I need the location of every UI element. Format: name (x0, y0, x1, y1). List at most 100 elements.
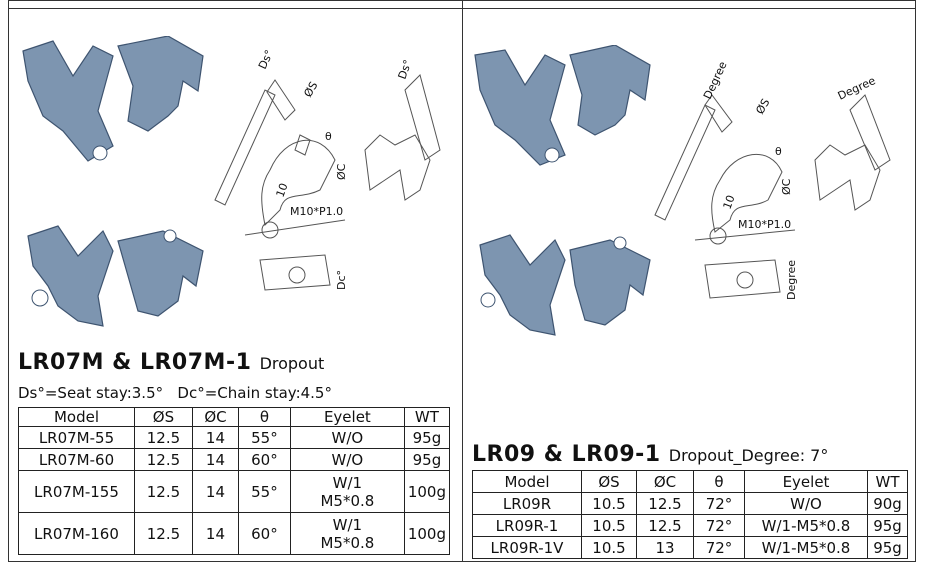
lr07m-dropout-photo-1 (22, 40, 114, 162)
lr09-dropout-photo-4 (569, 239, 651, 326)
col-eyelet: Eyelet (744, 470, 868, 493)
table-row: LR09R-1 10.5 12.5 72° W/1-M5*0.8 95g (472, 514, 908, 537)
cell-wt: 95g (403, 426, 451, 449)
table-row: LR09R-1V 10.5 13 72° W/1-M5*0.8 95g (472, 536, 908, 559)
cell-oc: 12.5 (636, 492, 694, 515)
cell-wt: 95g (867, 514, 908, 537)
col-wt: WT (403, 407, 451, 427)
cell-theta: 60° (237, 448, 291, 471)
table-row: LR07M-55 12.5 14 55° W/O 95g (18, 426, 451, 449)
lr07m-title-suffix: Dropout (259, 354, 325, 373)
cell-os: 10.5 (581, 492, 637, 515)
cell-theta: 72° (693, 536, 745, 559)
col-model: Model (18, 407, 135, 427)
lr07m-label-theta: θ (325, 130, 332, 143)
cell-model: LR07M-160 (18, 512, 135, 555)
cell-theta: 55° (237, 470, 291, 513)
col-theta: θ (237, 407, 291, 427)
cell-eyelet: W/O (289, 426, 405, 449)
lr07m-product-images (22, 36, 204, 327)
cell-theta: 72° (693, 514, 745, 537)
column-divider (462, 0, 463, 562)
cell-os: 12.5 (133, 426, 193, 449)
table-header-row: Model ØS ØC θ Eyelet WT (18, 407, 451, 427)
table-header-row: Model ØS ØC θ Eyelet WT (472, 470, 908, 493)
cell-eyelet: W/O (289, 448, 405, 471)
col-oc: ØC (191, 407, 239, 427)
lr09-label-thread: M10*P1.0 (738, 218, 791, 231)
cell-os: 12.5 (133, 470, 193, 513)
lr09-label-oc: ØC (780, 178, 793, 195)
lr09-product-images (474, 45, 651, 336)
col-eyelet: Eyelet (289, 407, 405, 427)
cell-oc: 14 (191, 448, 239, 471)
cell-wt: 100g (403, 512, 451, 555)
col-os: ØS (133, 407, 193, 427)
table-row: LR07M-60 12.5 14 60° W/O 95g (18, 448, 451, 471)
lr07m-label-os: ØS (301, 79, 320, 99)
lr09-label-degree-3: Degree (785, 260, 798, 300)
cell-oc: 14 (191, 470, 239, 513)
lr09-label-theta: θ (775, 145, 782, 158)
lr07m-label-oc: ØC (335, 163, 348, 180)
lr07m-dropout-photo-2 (117, 36, 204, 132)
lr07m-label-ds: Ds° (256, 50, 276, 71)
cell-wt: 100g (403, 470, 451, 513)
cell-eyelet: W/1 M5*0.8 (289, 512, 405, 555)
col-wt: WT (867, 470, 908, 493)
cell-model: LR07M-60 (18, 448, 135, 471)
cell-theta: 72° (693, 492, 745, 515)
lr07m-label-ds-2: Ds° (396, 58, 415, 81)
cell-os: 10.5 (581, 536, 637, 559)
lr07m-label-thread: M10*P1.0 (290, 205, 343, 218)
cell-os: 12.5 (133, 448, 193, 471)
cell-wt: 90g (867, 492, 908, 515)
lr07m-stay-angles: Ds°=Seat stay:3.5° Dc°=Chain stay:4.5° (18, 384, 332, 402)
cell-oc: 13 (636, 536, 694, 559)
lr09-technical-drawing: Degree ØS θ ØC 10 M10*P1.0 Degree Degree (654, 60, 891, 300)
lr07m-label-dc: Dc° (335, 270, 348, 290)
lr09-title-suffix: Dropout_Degree: 7° (668, 446, 829, 465)
lr09-title: LR09 & LR09-1 Dropout_Degree: 7° (472, 442, 828, 467)
cell-model: LR09R-1 (472, 514, 582, 537)
cell-model: LR07M-55 (18, 426, 135, 449)
lr07m-title: LR07M & LR07M-1 Dropout (18, 350, 324, 375)
lr07m-dropout-photo-3 (27, 225, 114, 327)
cell-eyelet: W/O (744, 492, 868, 515)
col-theta: θ (693, 470, 745, 493)
cell-oc: 14 (191, 512, 239, 555)
cell-eyelet: W/1 M5*0.8 (289, 470, 405, 513)
cell-oc: 14 (191, 426, 239, 449)
col-os: ØS (581, 470, 637, 493)
table-row: LR09R 10.5 12.5 72° W/O 90g (472, 492, 908, 515)
lr09-label-10: 10 (721, 193, 738, 211)
lr09-dropout-photo-3 (479, 234, 566, 336)
lr09-label-os: ØS (753, 96, 772, 116)
cell-os: 12.5 (133, 512, 193, 555)
lr07m-technical-drawing: Ds° ØS θ ØC 10 M10*P1.0 Ds° Dc° (214, 50, 441, 291)
lr09-label-degree-2: Degree (836, 74, 878, 103)
cell-oc: 12.5 (636, 514, 694, 537)
lr07m-label-10: 10 (274, 181, 291, 199)
cell-model: LR07M-155 (18, 470, 135, 513)
lr07m-title-main: LR07M & LR07M-1 (18, 350, 252, 375)
col-oc: ØC (636, 470, 694, 493)
lr07m-spec-table: Model ØS ØC θ Eyelet WT LR07M-55 12.5 14… (18, 407, 451, 555)
table-row: LR07M-160 12.5 14 60° W/1 M5*0.8 100g (18, 512, 451, 555)
lr09-dropout-photo-2 (569, 45, 651, 136)
cell-theta: 60° (237, 512, 291, 555)
cell-model: LR09R (472, 492, 582, 515)
cell-eyelet: W/1-M5*0.8 (744, 536, 868, 559)
cell-model: LR09R-1V (472, 536, 582, 559)
lr09-title-main: LR09 & LR09-1 (472, 442, 661, 467)
table-row: LR07M-155 12.5 14 55° W/1 M5*0.8 100g (18, 470, 451, 513)
cell-theta: 55° (237, 426, 291, 449)
lr09-dropout-photo-1 (474, 49, 566, 166)
lr07m-dropout-photo-4 (117, 230, 204, 317)
cell-eyelet: W/1-M5*0.8 (744, 514, 868, 537)
lr09-label-degree: Degree (701, 60, 730, 101)
lr09-spec-table: Model ØS ØC θ Eyelet WT LR09R 10.5 12.5 … (472, 470, 908, 559)
col-model: Model (472, 470, 582, 493)
cell-os: 10.5 (581, 514, 637, 537)
cell-wt: 95g (403, 448, 451, 471)
